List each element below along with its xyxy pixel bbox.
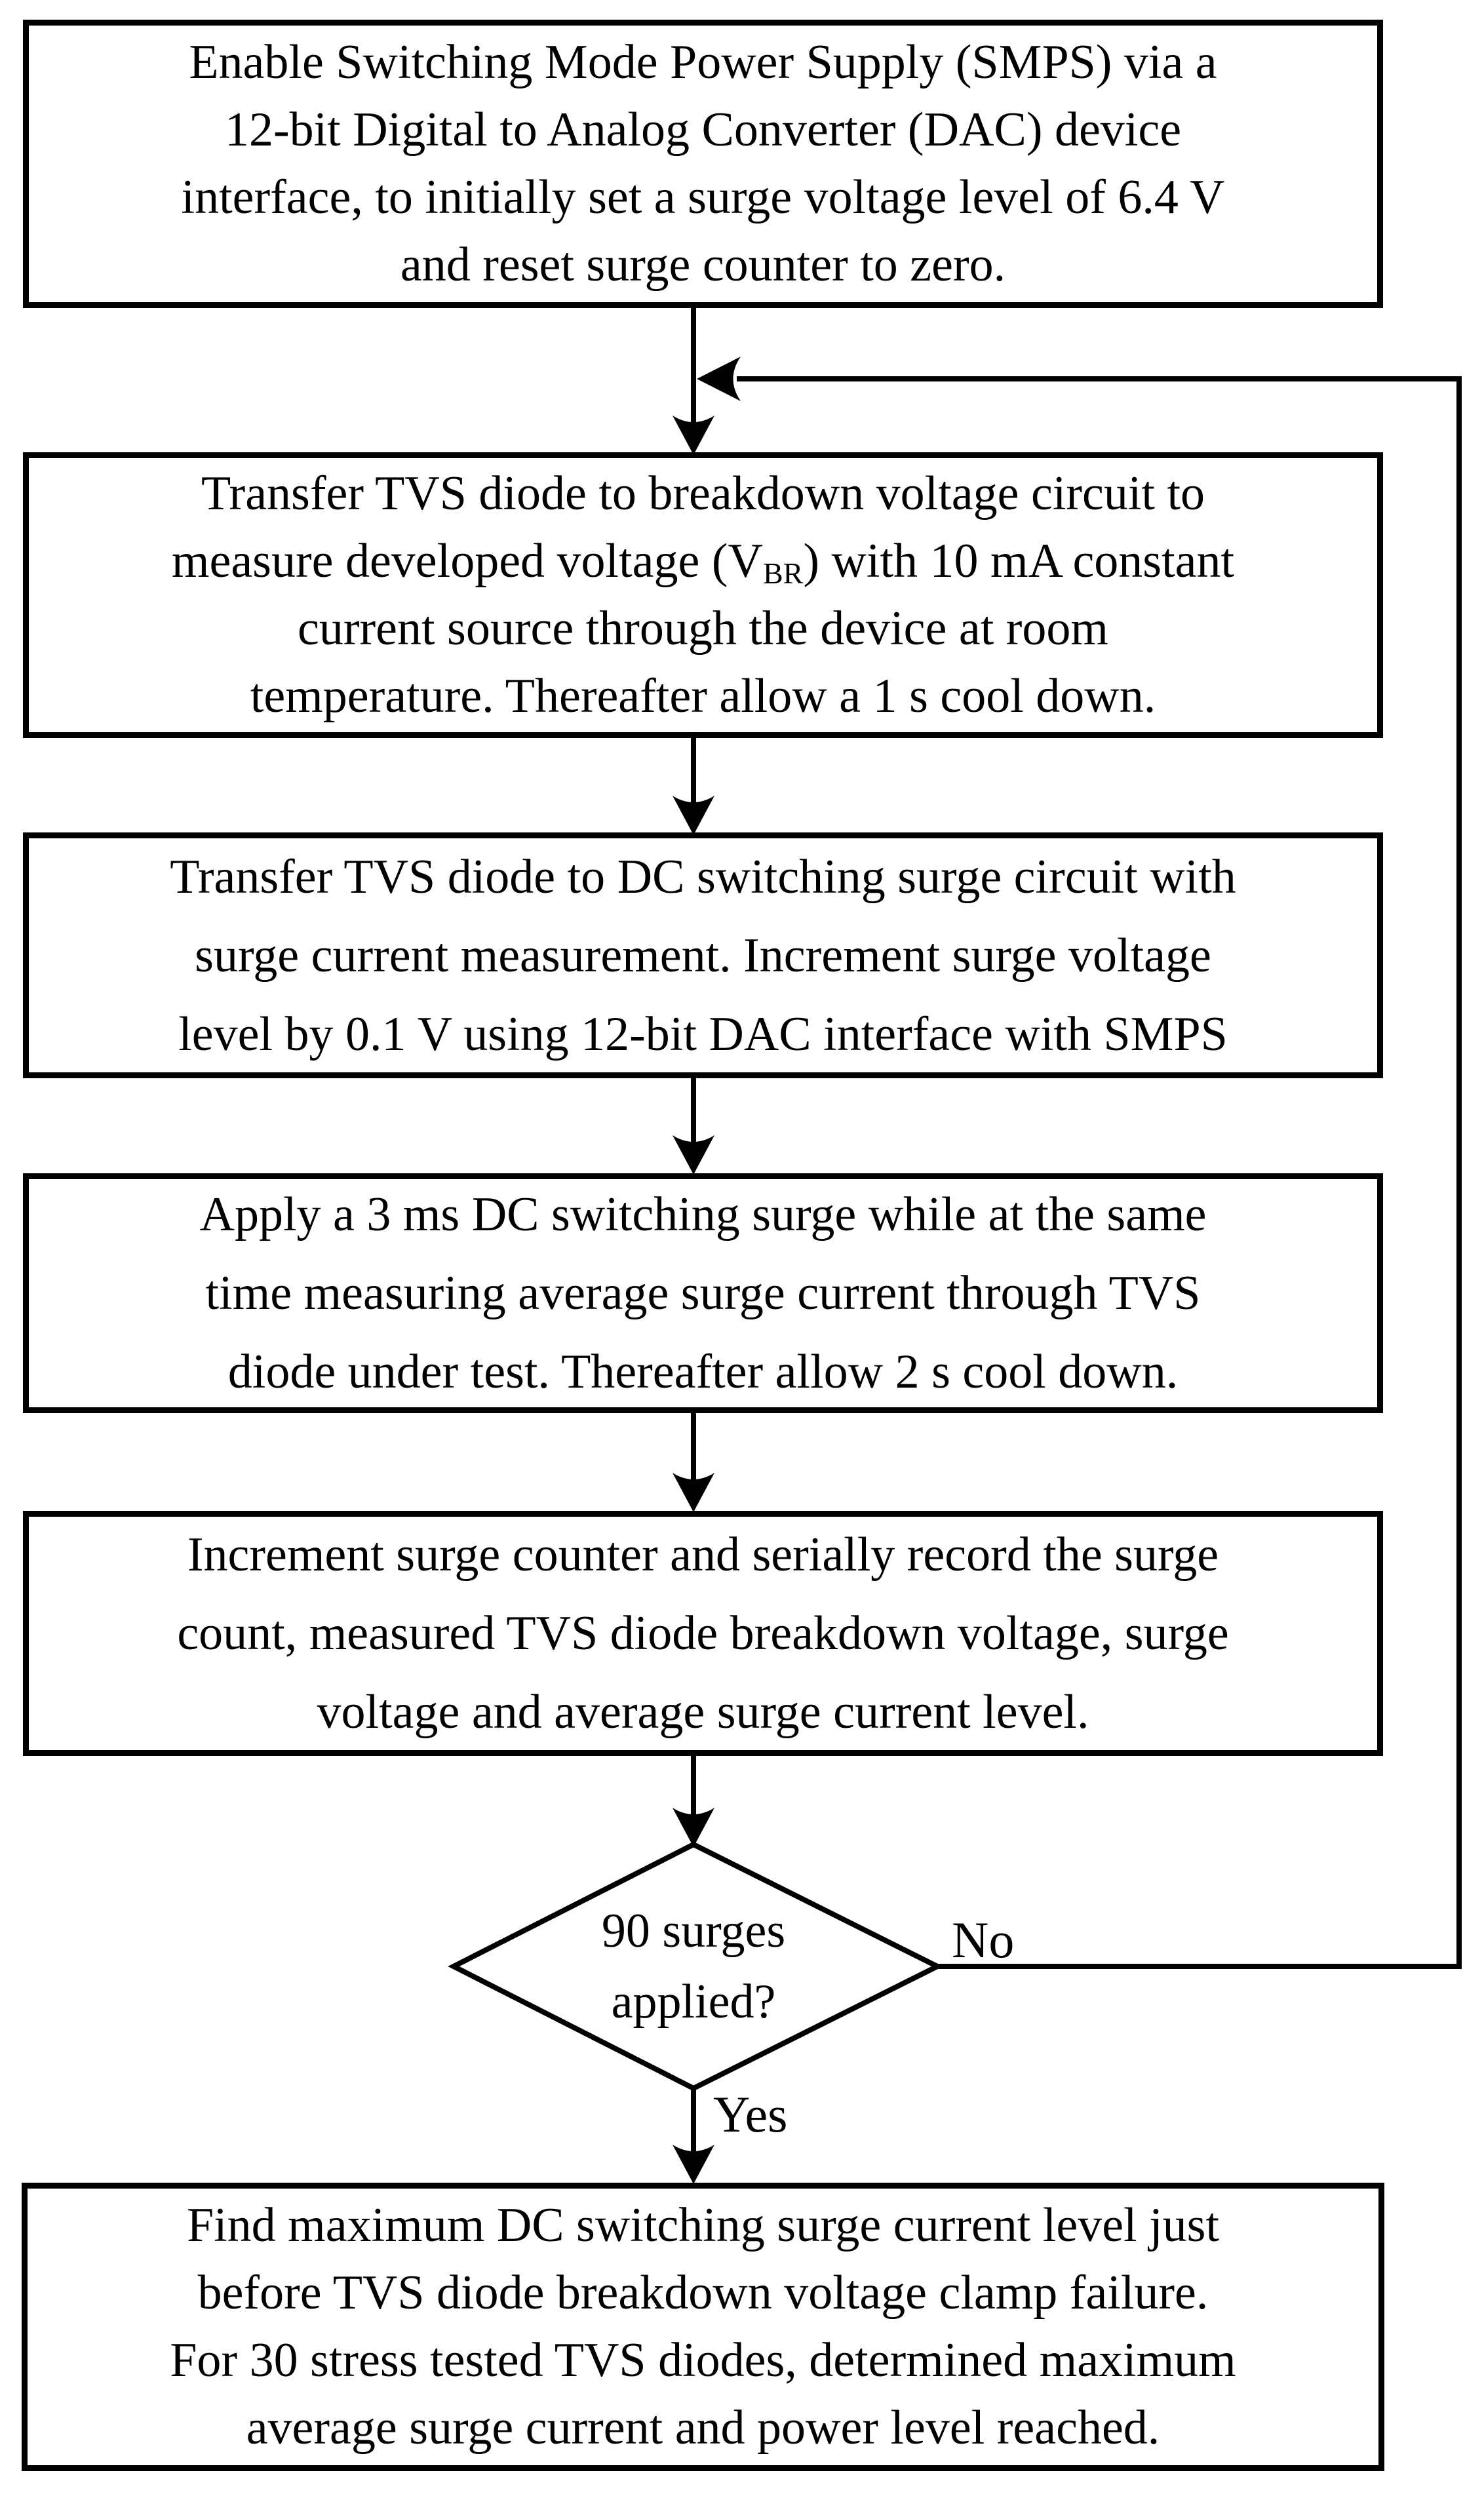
step2-line2-post: ) with 10 mA constant — [803, 534, 1235, 588]
feedback-loop-line — [737, 376, 1462, 1969]
step4-text-line1: Apply a 3 ms DC switching surge while at… — [199, 1188, 1207, 1241]
final-text-line2: before TVS diode breakdown voltage clamp… — [197, 2266, 1209, 2320]
arrowhead-step2-icon — [673, 416, 714, 455]
step1-text-line1: Enable Switching Mode Power Supply (SMPS… — [189, 35, 1217, 89]
process-step-3-transfer-surge-circuit: Transfer TVS diode to DC switching surge… — [23, 832, 1383, 1078]
step2-line2-pre: measure developed voltage (V — [171, 534, 763, 588]
step1-text-line4: and reset surge counter to zero. — [400, 238, 1006, 292]
step2-text-line4: temperature. Thereafter allow a 1 s cool… — [250, 669, 1156, 723]
final-text-line3: For 30 stress tested TVS diodes, determi… — [170, 2333, 1236, 2387]
step5-text-line3: voltage and average surge current level. — [317, 1685, 1089, 1739]
final-text-line4: average surge current and power level re… — [246, 2401, 1160, 2455]
step3-text-line2: surge current measurement. Increment sur… — [195, 928, 1211, 983]
step2-text-line2: measure developed voltage (VBR) with 10 … — [172, 528, 1234, 595]
arrowhead-step4-icon — [673, 1135, 714, 1175]
step5-text-line2: count, measured TVS diode breakdown volt… — [177, 1607, 1229, 1660]
step4-text-line3: diode under test. Thereafter allow 2 s c… — [227, 1345, 1179, 1399]
decision-90-surges: 90 surges applied? — [497, 1896, 890, 2037]
process-step-2-measure-vbr: Transfer TVS diode to breakdown voltage … — [23, 452, 1383, 738]
step3-text-line1: Transfer TVS diode to DC switching surge… — [170, 849, 1236, 904]
step1-text-line2: 12-bit Digital to Analog Converter (DAC)… — [224, 103, 1182, 157]
decision-text-line2: applied? — [611, 1975, 776, 2029]
final-text-line1: Find maximum DC switching surge current … — [186, 2198, 1220, 2252]
arrowhead-step3-icon — [673, 796, 714, 835]
arrowhead-final-icon — [673, 2145, 714, 2184]
step3-text-line3: level by 0.1 V using 12-bit DAC interfac… — [178, 1007, 1228, 1061]
arrowhead-step5-icon — [673, 1473, 714, 1512]
process-step-4-apply-surge: Apply a 3 ms DC switching surge while at… — [23, 1173, 1383, 1413]
process-step-5-record-data: Increment surge counter and serially rec… — [23, 1511, 1383, 1756]
arrowhead-decision-icon — [673, 1808, 714, 1847]
step1-text-line3: interface, to initially set a surge volt… — [181, 170, 1225, 224]
step2-text-line1: Transfer TVS diode to breakdown voltage … — [201, 467, 1205, 520]
step2-text-line3: current source through the device at roo… — [298, 602, 1108, 655]
step4-text-line2: time measuring average surge current thr… — [205, 1266, 1201, 1320]
no-branch-label: No — [952, 1911, 1015, 1968]
decision-text-line1: 90 surges — [601, 1904, 786, 1958]
final-step-find-maximum: Find maximum DC switching surge current … — [22, 2183, 1384, 2471]
yes-branch-label: Yes — [713, 2086, 788, 2143]
step5-text-line1: Increment surge counter and serially rec… — [187, 1528, 1219, 1582]
feedback-arrowhead-icon — [697, 357, 741, 401]
process-step-1-enable-smps: Enable Switching Mode Power Supply (SMPS… — [23, 20, 1383, 308]
step2-vbr-subscript: BR — [762, 556, 804, 590]
